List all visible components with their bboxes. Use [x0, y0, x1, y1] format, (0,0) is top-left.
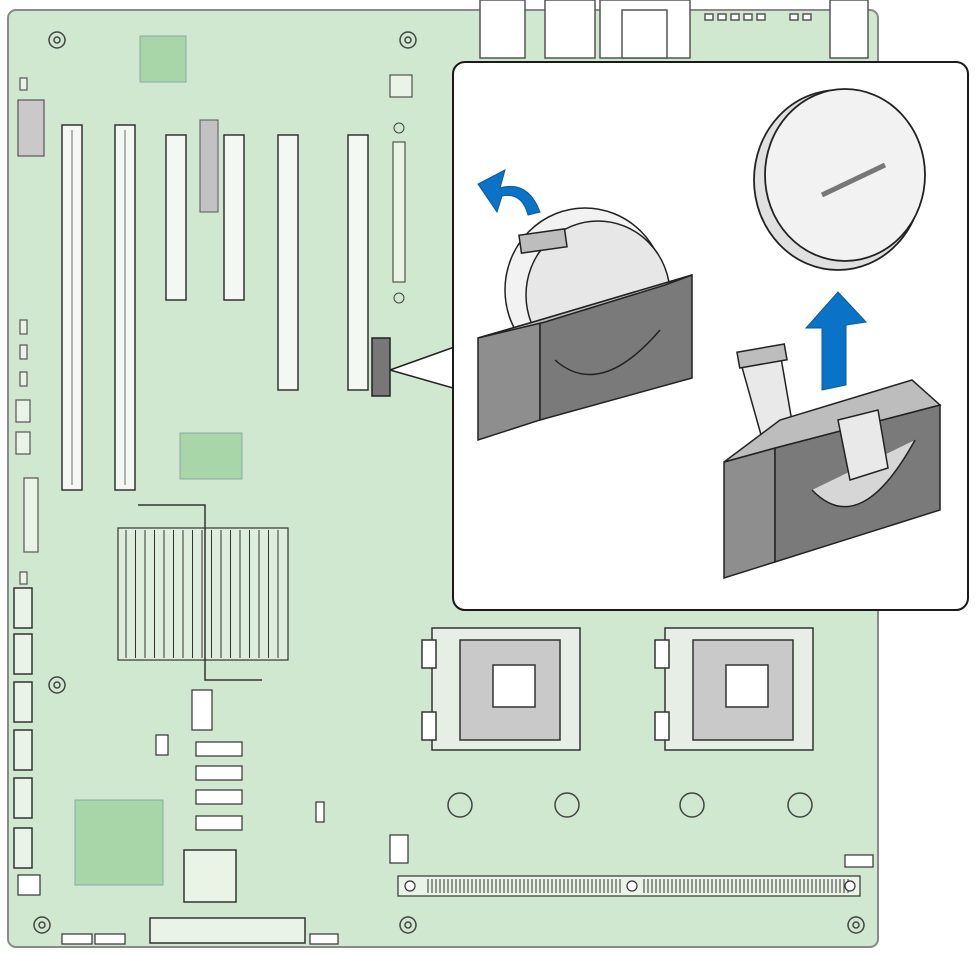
chip-top [139, 35, 187, 83]
heatsink [117, 504, 289, 681]
chip-bottom [74, 799, 164, 886]
front-panel-connector [149, 917, 306, 944]
rear-io-connectors [479, 0, 869, 59]
heatsink-holes [447, 792, 813, 818]
main-power-connector [183, 849, 237, 903]
sata-connectors [13, 587, 33, 869]
battery-holder-left [477, 207, 693, 442]
power-connector-4pin [389, 74, 413, 98]
expansion-slots [61, 124, 369, 491]
chip-middle [179, 432, 243, 480]
mounting-holes [33, 31, 865, 934]
left-edge-components [15, 77, 45, 585]
headers [17, 689, 874, 945]
riser-connector [392, 141, 406, 283]
up-arrow-icon [804, 291, 868, 391]
cpu-socket-1 [421, 627, 581, 751]
bottom-edge-connector [397, 875, 861, 897]
card-connector [199, 119, 219, 213]
coin-cell-battery [753, 88, 926, 271]
callout-box [452, 61, 969, 611]
battery-holder-right [723, 343, 942, 580]
cpu-socket-2 [654, 627, 814, 751]
curved-arrow-icon [477, 169, 541, 216]
battery-location [371, 337, 391, 397]
